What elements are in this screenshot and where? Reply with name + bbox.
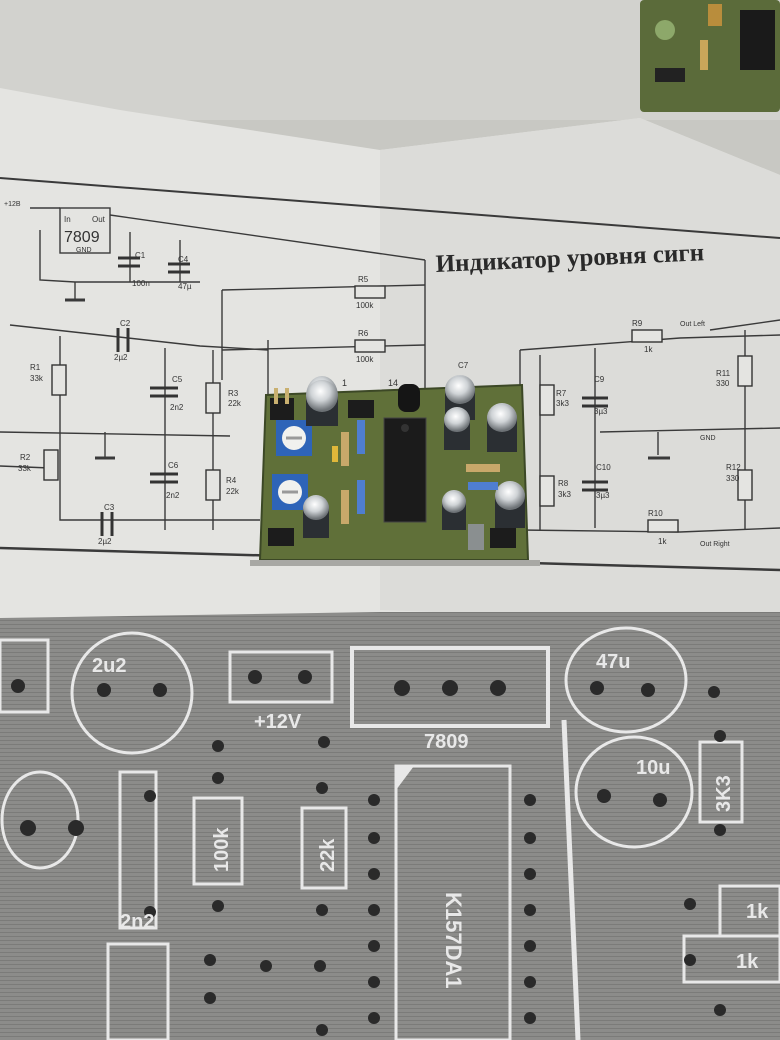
ref-c3: C3 — [104, 503, 115, 512]
ref-c7: C7 — [458, 361, 469, 370]
ic-pin-1: 1 — [342, 378, 347, 388]
val-r9: 1k — [644, 345, 653, 354]
ref-r12: R12 — [726, 463, 741, 472]
val-r2: 33k — [18, 464, 32, 473]
ref-r11: R11 — [716, 369, 731, 378]
board-shadow — [250, 560, 540, 566]
regulator-in: In — [64, 215, 71, 224]
ref-r9: R9 — [632, 319, 643, 328]
ic-pin-14: 14 — [388, 378, 398, 388]
val-r5: 100k — [356, 301, 374, 310]
regulator-gnd: GND — [76, 247, 92, 254]
ref-c6: C6 — [168, 461, 179, 470]
val-r7: 3k3 — [556, 399, 569, 408]
val-c5: 2n2 — [170, 403, 184, 412]
pcb-label-7809: 7809 — [424, 731, 469, 753]
pcb-print — [0, 612, 780, 1040]
ref-r4: R4 — [226, 476, 237, 485]
val-r8: 3k3 — [558, 490, 571, 499]
val-r12: 330 — [726, 474, 740, 483]
ref-c9: C9 — [594, 375, 605, 384]
gnd-label: GND — [700, 435, 716, 442]
out-right-label: Out Right — [700, 541, 730, 548]
val-c4: 47µ — [178, 282, 192, 291]
ref-c1: C1 — [135, 251, 146, 260]
pcb-label-2u2: 2u2 — [92, 655, 126, 677]
val-r4: 22k — [226, 487, 240, 496]
ref-r8: R8 — [558, 479, 569, 488]
ref-r1: R1 — [30, 363, 41, 372]
ref-c10: C10 — [596, 463, 611, 472]
pcb-label-12v: +12V — [254, 711, 302, 733]
pcb-label-3k3: 3K3 — [713, 775, 735, 812]
pcb-label-1k-b: 1k — [736, 951, 759, 973]
val-c6: 2n2 — [166, 491, 180, 500]
regulator-out: Out — [92, 215, 106, 224]
pcb-print-labels: 2u2 +12V 7809 47u 10u 3K3 100k 22k 2n2 K… — [92, 651, 769, 989]
pcb-pads — [11, 670, 726, 1036]
ref-r3: R3 — [228, 389, 239, 398]
val-r11: 330 — [716, 379, 730, 388]
ref-c5: C5 — [172, 375, 183, 384]
ref-r7: R7 — [556, 389, 567, 398]
out-left-label: Out Left — [680, 321, 705, 328]
ref-r2: R2 — [20, 453, 31, 462]
val-r6: 100k — [356, 355, 374, 364]
assembled-board — [258, 375, 530, 561]
pcb-label-10u: 10u — [636, 757, 670, 779]
other-board — [640, 0, 780, 112]
val-r1: 33k — [30, 374, 44, 383]
v-in-label: +12В — [4, 201, 21, 208]
ref-r5: R5 — [358, 275, 369, 284]
ref-c2: C2 — [120, 319, 131, 328]
schematic-symbols — [43, 256, 753, 536]
pcb-label-2n2: 2n2 — [120, 911, 154, 933]
pcb-label-k157da1: K157DA1 — [441, 892, 466, 989]
val-c1: 100n — [132, 279, 150, 288]
val-c9: 3µ3 — [594, 407, 608, 416]
val-r3: 22k — [228, 399, 242, 408]
val-c3: 2µ2 — [98, 537, 112, 546]
pcb-label-100k: 100k — [211, 827, 233, 872]
val-r10: 1k — [658, 537, 667, 546]
ref-c4: C4 — [178, 255, 189, 264]
ref-r6: R6 — [358, 329, 369, 338]
regulator-label: 7809 — [64, 229, 100, 246]
pcb-label-22k: 22k — [317, 838, 339, 872]
val-c2: 2µ2 — [114, 353, 128, 362]
ref-r10: R10 — [648, 509, 663, 518]
val-c10: 3µ3 — [596, 491, 610, 500]
pcb-label-1k: 1k — [746, 901, 769, 923]
pcb-label-47u: 47u — [596, 651, 630, 673]
